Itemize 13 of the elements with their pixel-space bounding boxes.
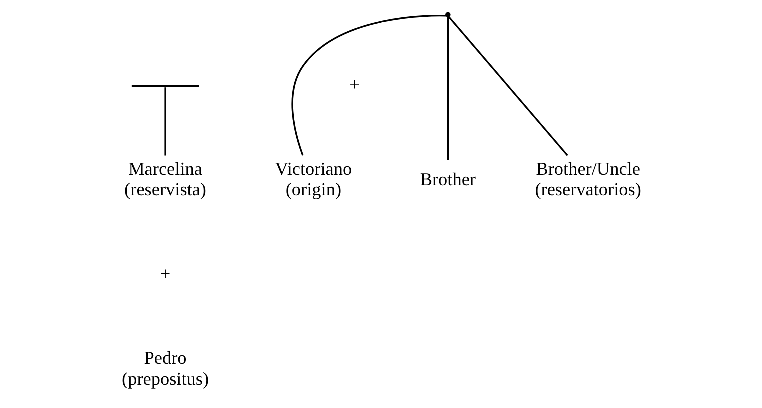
node-point bbox=[445, 12, 450, 18]
node-bar bbox=[131, 85, 199, 88]
connector bbox=[448, 16, 568, 156]
node-text: Brother bbox=[420, 169, 476, 190]
node-text: Victoriano (origin) bbox=[274, 159, 352, 200]
connector bbox=[446, 17, 449, 160]
node-text: Marcelina (reservista) bbox=[124, 159, 206, 200]
label: + bbox=[349, 74, 360, 95]
label: + bbox=[160, 264, 170, 284]
connector bbox=[291, 14, 446, 156]
node-text: Brother/Uncle (reservatorios) bbox=[534, 159, 641, 200]
connector bbox=[164, 88, 166, 156]
node-text: Pedro (prepositus) bbox=[122, 348, 209, 389]
